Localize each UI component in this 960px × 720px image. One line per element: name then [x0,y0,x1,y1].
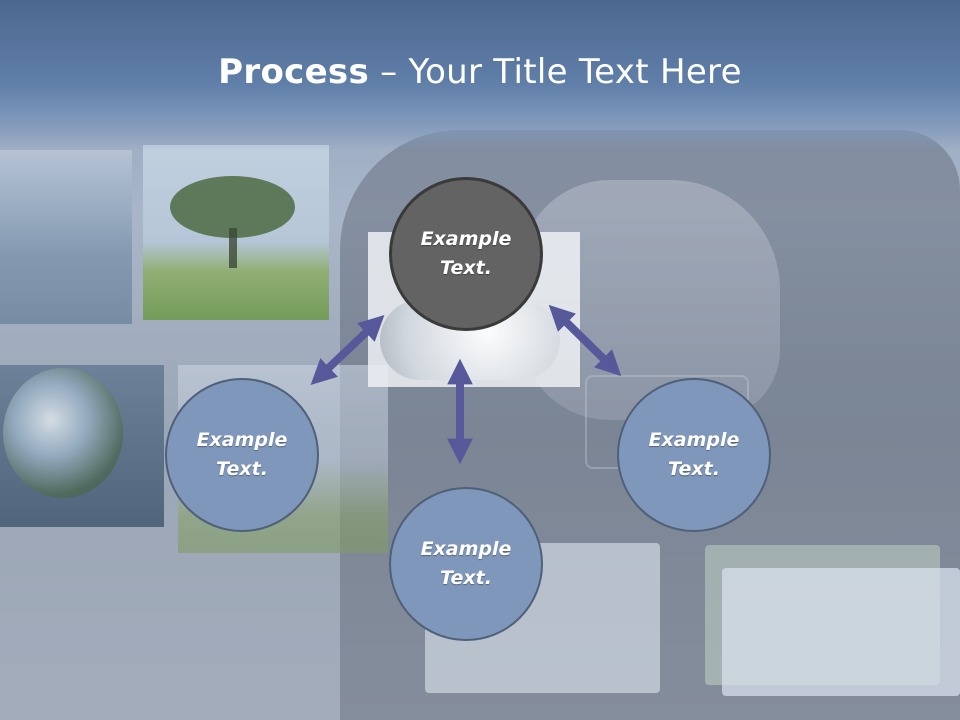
title-bar [0,0,960,150]
background-card-right-front [722,568,960,696]
background-globe [3,368,123,498]
title-rest-part: – Your Title Text Here [369,52,742,92]
node-left[interactable]: Example Text. [165,378,319,532]
background-tree-trunk [229,228,237,268]
node-bottom[interactable]: Example Text. [389,487,543,641]
background-tree-crown [170,176,295,238]
title-bold-part: Process [218,52,370,92]
node-bottom-text: Example Text. [420,538,512,589]
background-water-photo [0,150,132,324]
node-left-text: Example Text. [196,429,288,480]
node-right[interactable]: Example Text. [617,378,771,532]
arrow-top-right[interactable] [548,304,622,377]
node-top-text: Example Text. [420,228,512,279]
node-top[interactable]: Example Text. [389,177,543,331]
slide-title[interactable]: Process – Your Title Text Here [0,52,960,92]
arrow-top-left[interactable] [310,314,385,386]
node-right-text: Example Text. [648,429,740,480]
